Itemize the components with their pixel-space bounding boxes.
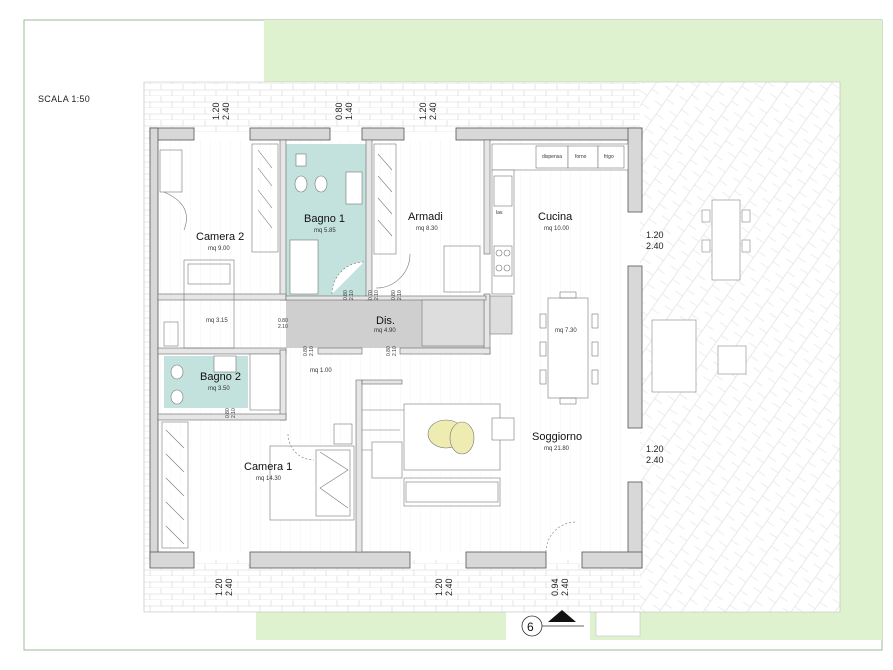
garden-bottom-left <box>256 612 506 640</box>
svg-text:2.40: 2.40 <box>560 578 570 596</box>
garden-right <box>840 82 882 612</box>
dining-area: mq 7.30 <box>555 328 577 334</box>
window-6-dims: 1.20 2.40 <box>214 578 234 596</box>
label-forno: forno <box>575 154 587 160</box>
room-soggiorno-area: mq 21.80 <box>544 446 570 452</box>
door-4-dims: 0.80 2.10 <box>303 346 315 356</box>
svg-text:0.80: 0.80 <box>343 290 349 300</box>
door-1-dims: 0.80 2.10 <box>343 290 355 300</box>
terrace-bottom <box>144 560 640 612</box>
camera1-furniture <box>161 421 355 549</box>
window-1-dims: 1.20 2.40 <box>211 102 231 120</box>
svg-text:2.40: 2.40 <box>221 102 231 120</box>
window-2-dims: 0.80 1.40 <box>334 102 354 120</box>
svg-text:2.10: 2.10 <box>392 346 398 356</box>
svg-text:1.20: 1.20 <box>214 578 224 596</box>
svg-text:0.80: 0.80 <box>391 290 397 300</box>
section-arrow-icon <box>548 610 576 622</box>
room-bagno1-name: Bagno 1 <box>304 213 345 225</box>
terrace-top <box>144 82 640 132</box>
room-camera1-area: mq 14.30 <box>256 476 282 482</box>
svg-text:0.80: 0.80 <box>386 346 392 356</box>
svg-text:2.10: 2.10 <box>309 346 315 356</box>
svg-text:1.20: 1.20 <box>646 230 664 240</box>
svg-text:0.80: 0.80 <box>278 318 288 324</box>
door-6-dims: 0.80 2.10 <box>225 408 237 418</box>
svg-text:2.10: 2.10 <box>349 290 355 300</box>
svg-text:0.80: 0.80 <box>303 346 309 356</box>
svg-text:2.40: 2.40 <box>444 578 454 596</box>
svg-text:2.10: 2.10 <box>397 290 403 300</box>
terrace-furniture <box>651 199 751 393</box>
window-5-dims: 1.20 2.40 <box>646 444 664 465</box>
room-soggiorno-name: Soggiorno <box>532 431 582 443</box>
room-bagno2-name: Bagno 2 <box>200 371 241 383</box>
section-marker: 6 <box>521 610 584 637</box>
bagno1-fixtures <box>289 153 365 295</box>
step <box>595 611 641 637</box>
window-8-dims: 0.94 2.40 <box>550 578 570 596</box>
svg-text:0.80: 0.80 <box>225 408 231 418</box>
camera2-furniture <box>159 143 279 349</box>
interior-walls <box>157 139 491 553</box>
svg-text:1.20: 1.20 <box>434 578 444 596</box>
svg-text:2.10: 2.10 <box>374 290 380 300</box>
svg-text:1.20: 1.20 <box>646 444 664 454</box>
bagno2-fixtures <box>170 353 281 411</box>
label-lav: lav. <box>496 210 503 216</box>
room-armadi-name: Armadi <box>408 211 443 223</box>
window-7-dims: 1.20 2.40 <box>434 578 454 596</box>
corridor-closet <box>421 295 513 347</box>
svg-text:2.40: 2.40 <box>428 102 438 120</box>
svg-text:1.20: 1.20 <box>418 102 428 120</box>
door-2-dims: 0.80 2.10 <box>391 290 403 300</box>
room-armadi-area: mq 8.30 <box>416 226 438 232</box>
label-frigo: frigo <box>604 154 614 160</box>
svg-text:1.20: 1.20 <box>211 102 221 120</box>
svg-text:1.40: 1.40 <box>344 102 354 120</box>
svg-text:0.70: 0.70 <box>368 290 374 300</box>
room-cucina-name: Cucina <box>538 211 573 223</box>
door-3-dims: 0.80 2.10 <box>278 318 288 330</box>
svg-text:2.40: 2.40 <box>646 241 664 251</box>
entrance-area: mq 1.00 <box>310 368 332 374</box>
soggiorno-furniture <box>362 403 577 553</box>
room-camera2-name: Camera 2 <box>196 231 244 243</box>
svg-text:2.40: 2.40 <box>224 578 234 596</box>
closet-area: mq 3.15 <box>206 318 228 324</box>
room-dis-area: mq 4.90 <box>374 328 396 334</box>
room-cucina-area: mq 10.00 <box>544 226 570 232</box>
svg-text:2.40: 2.40 <box>646 455 664 465</box>
label-dispensa: dispensa <box>542 154 562 160</box>
room-dis-name: Dis. <box>376 315 395 327</box>
svg-text:6: 6 <box>527 620 534 634</box>
door-7-dims: 0.70 2.10 <box>368 290 380 300</box>
window-3-dims: 1.20 2.40 <box>418 102 438 120</box>
window-4-dims: 1.20 2.40 <box>646 230 664 251</box>
exterior-walls <box>149 127 643 569</box>
room-bagno1-area: mq 5.85 <box>314 228 336 234</box>
svg-text:0.94: 0.94 <box>550 578 560 596</box>
garden-top <box>264 20 882 82</box>
scale-label: SCALA 1:50 <box>38 94 90 104</box>
armadi-furniture <box>373 143 481 293</box>
svg-text:2.10: 2.10 <box>231 408 237 418</box>
svg-text:0.80: 0.80 <box>334 102 344 120</box>
svg-text:2.10: 2.10 <box>278 324 288 330</box>
kitchen-fixtures <box>491 143 629 405</box>
room-camera1-name: Camera 1 <box>244 461 292 473</box>
door-5-dims: 0.80 2.10 <box>386 346 398 356</box>
room-camera2-area: mq 9.00 <box>208 246 230 252</box>
room-bagno2-area: mq 3.50 <box>208 386 230 392</box>
